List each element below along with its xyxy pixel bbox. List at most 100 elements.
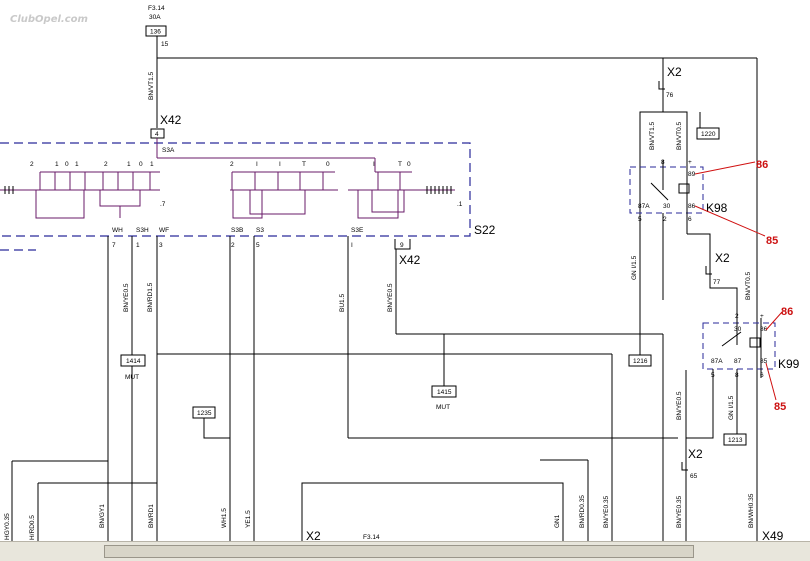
terminal-label: S3 <box>256 227 264 234</box>
terminal-label: WF <box>159 227 169 234</box>
switch-s22-box <box>0 142 471 237</box>
fuse-rating: 30A <box>149 14 161 21</box>
switch-pos: I <box>279 161 281 168</box>
wire-label-s3e: BU1.5 <box>339 294 346 312</box>
ground-1415-label: MUT <box>436 404 450 411</box>
k98-pin: 87A <box>638 203 650 210</box>
bottom-ref: F3.14 <box>363 534 380 541</box>
switch-contacts <box>0 138 455 219</box>
connector-x2-mid: X2 <box>715 251 730 265</box>
connector-x49: X49 <box>762 529 784 541</box>
k98-pin: 5 <box>638 216 642 223</box>
wire-label-s3h: BN/YE0.5 <box>123 283 130 312</box>
wire-label-main: BN/VT1.5 <box>148 71 155 100</box>
wire-label-bottom: YE1.5 <box>245 510 252 528</box>
switch-pos: 0 <box>326 161 330 168</box>
ground-box-1415 <box>431 385 457 398</box>
ground-box-1220 <box>696 127 720 140</box>
relay-k98 <box>629 166 704 214</box>
switch-pos: 1 <box>55 161 59 168</box>
switch-pos: 1 <box>150 161 154 168</box>
switch-marker-left: .7 <box>160 201 166 208</box>
k99-pin: + <box>760 313 764 320</box>
terminal-label: WH <box>112 227 123 234</box>
k98-pin: 30 <box>663 203 671 210</box>
annotation-k98-86: 86 <box>756 159 768 171</box>
pin-number: 1 <box>136 242 140 249</box>
switch-pos: 0 <box>65 161 69 168</box>
connector-x42-bottom: X42 <box>399 253 421 267</box>
switch-marker-right: .1 <box>457 201 463 208</box>
wire-label-bottom: HGY0.35 <box>4 513 11 540</box>
annotation-k99-85: 85 <box>774 401 786 413</box>
connector-x2-bottom: X2 <box>306 529 321 541</box>
ground-1415: 1415 <box>437 389 452 396</box>
terminal-label: S3B <box>231 227 243 234</box>
k98-pin: 6 <box>688 216 692 223</box>
terminal-label: S3H <box>136 227 149 234</box>
wire-label-bottom: BN/RD1 <box>148 504 155 528</box>
wire-label-bottom: BN/GY1 <box>99 504 106 528</box>
k99-pin: 5 <box>711 372 715 379</box>
ground-box-1216 <box>628 354 652 367</box>
wire-label-bottom: BN/YE0.35 <box>603 495 610 528</box>
pin-number: 2 <box>231 242 235 249</box>
switch-pos: 1 <box>127 161 131 168</box>
relay-k99-coil <box>749 337 761 348</box>
ground-1414-label: MUT <box>125 374 139 381</box>
scrollbar-thumb[interactable] <box>104 545 694 558</box>
fuse-box-label: 136 <box>150 29 161 36</box>
wiring-diagram: F3.14 30A 136 15 BN/VT1.5 X42 4 S3A S22 … <box>0 5 800 541</box>
pin-number: 9 <box>400 242 404 249</box>
k99-pin: 2 <box>735 313 739 320</box>
ground-box-1414 <box>120 354 146 367</box>
x2-mid-pin: 77 <box>713 279 721 286</box>
switch-pos: I <box>373 161 375 168</box>
wire-label-pin9: BN/YE0.5 <box>387 283 394 312</box>
wire-label-k98-left: BN/VT1.5 <box>649 121 656 150</box>
switch-pos: 2 <box>230 161 234 168</box>
wire-label-bottom: BN/YE0.35 <box>676 495 683 528</box>
k99-pin: 85 <box>760 358 768 365</box>
switch-pos: 1 <box>75 161 79 168</box>
ground-1220: 1220 <box>701 131 716 138</box>
switch-pos: 2 <box>30 161 34 168</box>
ground-1213: 1213 <box>728 437 743 444</box>
pin-number: 3 <box>159 242 163 249</box>
wire-label-bottom: GN1 <box>554 514 561 528</box>
horizontal-scrollbar[interactable] <box>0 541 810 561</box>
relay-k99-name: K99 <box>778 357 800 371</box>
k98-pin: 86 <box>688 203 696 210</box>
annotation-k99-86: 86 <box>781 306 793 318</box>
annotation-k98-85: 85 <box>766 235 778 247</box>
relay-k99 <box>702 322 776 370</box>
wire-label-bn-ye: BN/YE0.5 <box>676 391 683 420</box>
switch-pos: 0 <box>139 161 143 168</box>
k98-pin: + <box>688 159 692 166</box>
switch-pos: T <box>302 161 306 168</box>
relay-k98-coil <box>678 183 690 194</box>
x2-low-pin: 65 <box>690 473 698 480</box>
wire-label-bottom: BN/WH0.35 <box>748 493 755 528</box>
switch-s22-name: S22 <box>474 223 496 237</box>
wire-label-k99-in: BN/VT0.5 <box>745 271 752 300</box>
k99-pin: 86 <box>760 326 768 333</box>
k98-pin: 2 <box>663 216 667 223</box>
fuse-pin: 15 <box>161 41 169 48</box>
x2-top-pin: 76 <box>666 92 674 99</box>
connector-x2-top: X2 <box>667 65 682 79</box>
switch-pin-s3a: S3A <box>162 147 175 154</box>
ground-1414: 1414 <box>126 358 141 365</box>
wire-label-gn1: GN I/1.5 <box>631 255 638 280</box>
fuse-box <box>145 25 167 37</box>
relay-k98-name: K98 <box>706 201 728 215</box>
k99-pin: 87A <box>711 358 723 365</box>
k98-pin: 8 <box>661 159 665 166</box>
wire-label-bottom: WH1.5 <box>221 508 228 528</box>
switch-pos: 0 <box>407 161 411 168</box>
wire-label-gn-k99: GN I/1.5 <box>728 395 735 420</box>
x42-top-pin: 4 <box>155 131 159 138</box>
terminal-label: S3E <box>351 227 364 234</box>
switch-pos: T <box>398 161 402 168</box>
ground-1235: 1235 <box>197 410 212 417</box>
